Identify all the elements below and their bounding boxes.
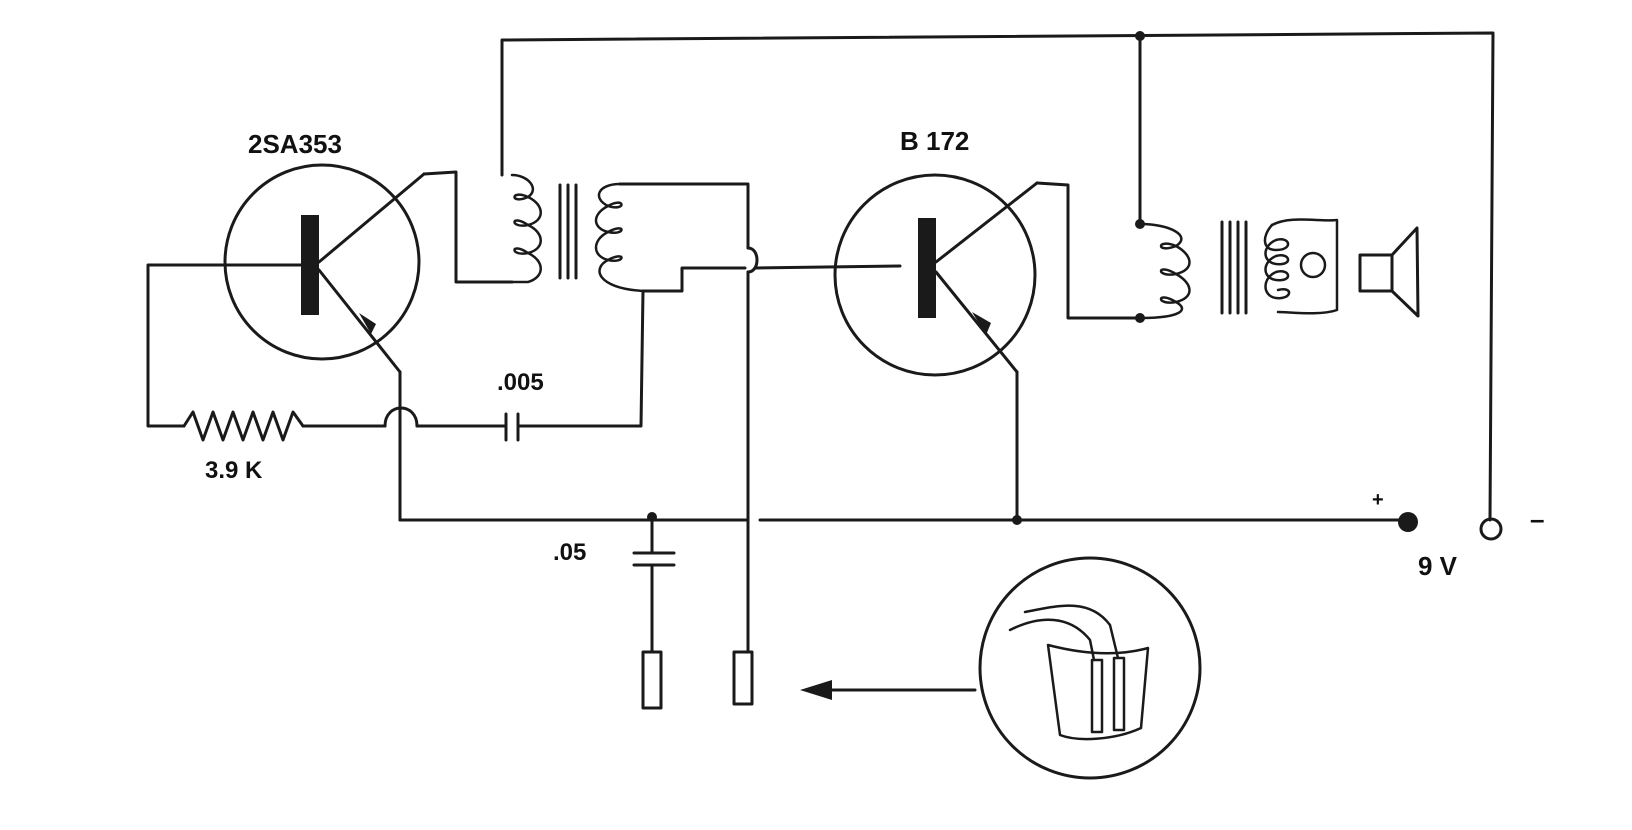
bottom-rail xyxy=(398,512,1410,525)
cap-input-label: .05 xyxy=(553,539,586,566)
battery-label: 9 V xyxy=(1418,551,1458,581)
capacitor-05 xyxy=(632,515,676,654)
transistor-q1 xyxy=(223,163,514,374)
q1-base-network xyxy=(146,263,645,442)
speaker-icon xyxy=(1358,226,1420,318)
resistor-label: 3.9 K xyxy=(205,457,263,484)
electrode-detail xyxy=(978,556,1202,780)
output-transformer xyxy=(1135,218,1339,323)
battery-plus-label: + xyxy=(1372,489,1384,511)
interstage-transformer xyxy=(510,173,902,522)
resistor-3-9k xyxy=(182,410,305,442)
battery-minus-label: – xyxy=(1530,504,1544,534)
cap-small-label: .005 xyxy=(497,369,544,396)
arrow-to-probe xyxy=(800,680,977,700)
probe-left xyxy=(641,650,663,710)
q2-label: B 172 xyxy=(900,126,969,156)
q1-label: 2SA353 xyxy=(248,129,342,159)
top-rail xyxy=(500,31,1495,522)
probe-right xyxy=(732,518,754,706)
battery-terminals xyxy=(1398,512,1503,541)
capacitor-005 xyxy=(504,412,520,442)
transistor-q2 xyxy=(833,173,1142,522)
